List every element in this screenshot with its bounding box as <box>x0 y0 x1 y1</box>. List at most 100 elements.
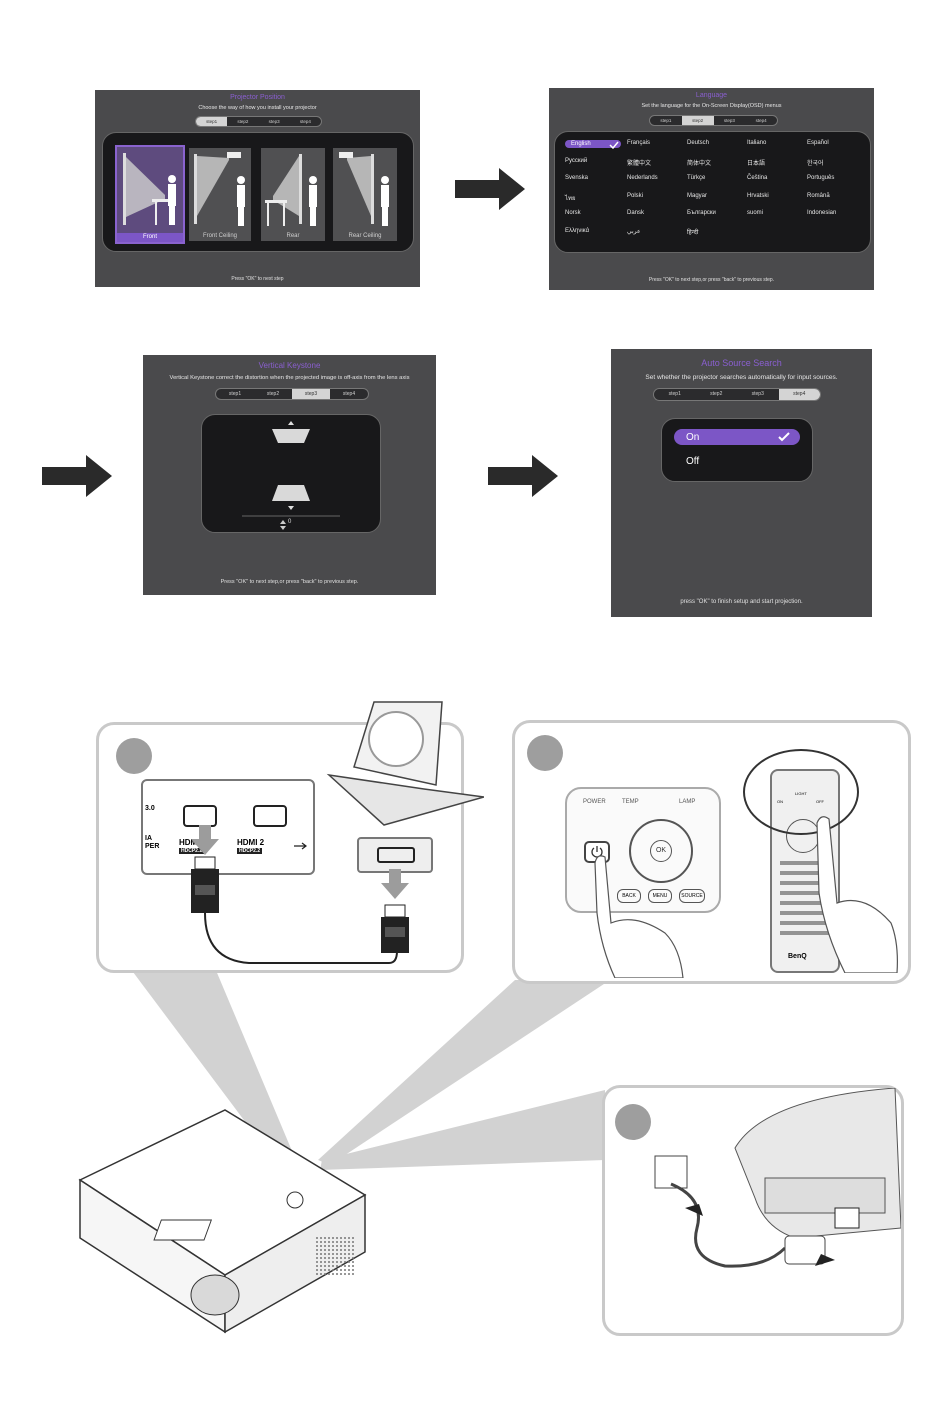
osd-projector-position-screen: Projector Position Choose the way of how… <box>95 90 420 287</box>
nav-dial[interactable]: OK <box>629 819 693 883</box>
screen-title: Vertical Keystone <box>258 361 321 370</box>
hdcp-2-label: HDCP2.2 <box>237 848 263 854</box>
laptop-icon <box>326 701 484 826</box>
step-number-badge <box>527 735 563 771</box>
language-option[interactable]: 日本語 <box>747 160 766 167</box>
step-4: step4 <box>778 389 820 400</box>
power-indicator-label: POWER <box>583 799 606 805</box>
position-label-rear-ceiling: Rear Ceiling <box>348 233 382 239</box>
rear-projection-icon <box>265 154 317 226</box>
keystone-diagram-icon <box>242 421 340 530</box>
osd-language-screen: Language Set the language for the On-Scr… <box>549 88 874 290</box>
screen-title: Auto Source Search <box>701 358 782 368</box>
menu-button[interactable]: MENU <box>648 889 672 903</box>
language-option[interactable]: Italiano <box>747 140 767 146</box>
step-1: step1 <box>668 391 681 397</box>
language-option[interactable]: Română <box>807 192 830 199</box>
language-option[interactable]: Français <box>627 140 651 146</box>
projector-keypad: POWER TEMP LAMP OK BACK MENU SOURCE <box>565 787 721 913</box>
language-option[interactable]: Ελληνικά <box>565 227 590 234</box>
option-on[interactable]: On <box>674 429 800 445</box>
checkmark-icon <box>778 432 790 442</box>
back-button[interactable]: BACK <box>617 889 641 903</box>
step-4: step4 <box>342 391 356 397</box>
language-option[interactable]: Български <box>687 210 716 216</box>
step-indicator: step1 step2 step3 step4 <box>215 388 369 400</box>
step-number-badge <box>615 1104 651 1140</box>
language-option[interactable]: Deutsch <box>687 140 710 146</box>
arrow-right-icon <box>42 455 112 497</box>
language-option[interactable]: 简体中文 <box>687 160 712 167</box>
usb-icon <box>294 842 307 850</box>
language-option[interactable]: Nederlands <box>627 175 658 181</box>
step-1: step1 <box>660 118 672 123</box>
remote-brand-label: BenQ <box>788 953 807 960</box>
screen-footer: Press "OK" to next step <box>231 276 284 282</box>
position-panel: Front Front Ceiling <box>102 132 414 252</box>
hdmi-1-port <box>183 805 217 827</box>
screen-footer: Press "OK" to next step,or press "back" … <box>648 277 775 283</box>
language-option[interactable]: Русский <box>565 157 588 164</box>
hdmi-2-label: HDMI 2 <box>237 838 265 847</box>
power-cable-icon <box>654 1088 901 1268</box>
screen-subtitle: Choose the way of how you install your p… <box>198 105 317 111</box>
language-option[interactable]: Hrvatski <box>747 192 769 199</box>
step-3: step3 <box>751 391 764 397</box>
screen-footer: Press "OK" to next step,or press "back" … <box>220 579 359 585</box>
option-off-label[interactable]: Off <box>686 456 700 467</box>
language-option[interactable]: 繁體中文 <box>627 160 652 167</box>
screen-title: Projector Position <box>230 94 285 101</box>
language-option[interactable]: हिन्दी <box>687 229 699 236</box>
hdmi-port-panel: 3.0 IA PER HDMI 1 HDCP2.2 HDMI 2 HDCP2.2 <box>141 779 315 875</box>
rear-ceiling-projection-icon <box>339 152 389 226</box>
step-2: step2 <box>710 391 723 397</box>
keystone-value: 0 <box>288 519 292 525</box>
position-option-rear-ceiling[interactable]: Rear Ceiling <box>333 148 397 241</box>
step-2: step2 <box>266 391 280 397</box>
side-label: 3.0 <box>145 805 155 812</box>
language-option[interactable]: Čeština <box>747 175 768 181</box>
step-4: step4 <box>755 118 767 123</box>
language-option[interactable]: Svenska <box>565 175 589 181</box>
screen-subtitle: Vertical Keystone correct the distortion… <box>169 375 410 381</box>
language-option[interactable]: ไทย <box>565 195 576 202</box>
language-option[interactable]: suomi <box>747 210 764 216</box>
step-1: step1 <box>196 117 228 126</box>
pressing-hand-icon <box>816 816 898 973</box>
front-ceiling-projection-icon <box>194 152 245 226</box>
language-option[interactable]: Português <box>807 175 835 181</box>
power-cable-callout <box>602 1085 904 1336</box>
hdmi-cable-icon <box>191 825 409 964</box>
position-option-front[interactable]: Front <box>115 145 185 244</box>
language-option[interactable]: Indonesian <box>807 210 837 216</box>
language-option[interactable]: Español <box>807 140 829 146</box>
language-option[interactable]: Magyar <box>687 192 708 199</box>
projector-icon <box>78 1109 367 1334</box>
step-indicator: step1 step2 step3 step4 <box>653 388 821 401</box>
option-on-label: On <box>686 432 700 443</box>
arrow-right-icon <box>488 455 558 497</box>
language-option[interactable]: Norsk <box>565 210 581 216</box>
position-label-rear: Rear <box>286 233 300 239</box>
pressing-hand-icon <box>594 855 684 978</box>
position-label-front: Front <box>117 233 183 242</box>
screen-footer: press "OK" to finish setup and start pro… <box>680 599 803 605</box>
step-3: step3 <box>268 119 280 124</box>
front-projection-icon <box>123 153 176 225</box>
side-label: IA <box>145 835 152 842</box>
position-option-front-ceiling[interactable]: Front Ceiling <box>189 148 251 241</box>
source-button[interactable]: SOURCE <box>679 889 705 903</box>
lamp-indicator-label: LAMP <box>679 799 696 805</box>
step-indicator: step1 step2 step3 step4 <box>195 116 322 127</box>
position-option-rear[interactable]: Rear <box>261 148 325 241</box>
osd-vertical-keystone-screen: Vertical Keystone Vertical Keystone corr… <box>143 355 436 595</box>
language-option[interactable]: Dansk <box>627 210 645 216</box>
checkmark-icon <box>609 141 619 149</box>
language-option[interactable]: Polski <box>627 192 644 199</box>
language-option[interactable]: عربي <box>627 228 641 235</box>
language-option[interactable]: Türkçe <box>687 175 706 181</box>
language-option[interactable]: English <box>565 140 621 148</box>
ok-button[interactable]: OK <box>650 840 672 862</box>
language-option[interactable]: 한국어 <box>807 160 824 167</box>
